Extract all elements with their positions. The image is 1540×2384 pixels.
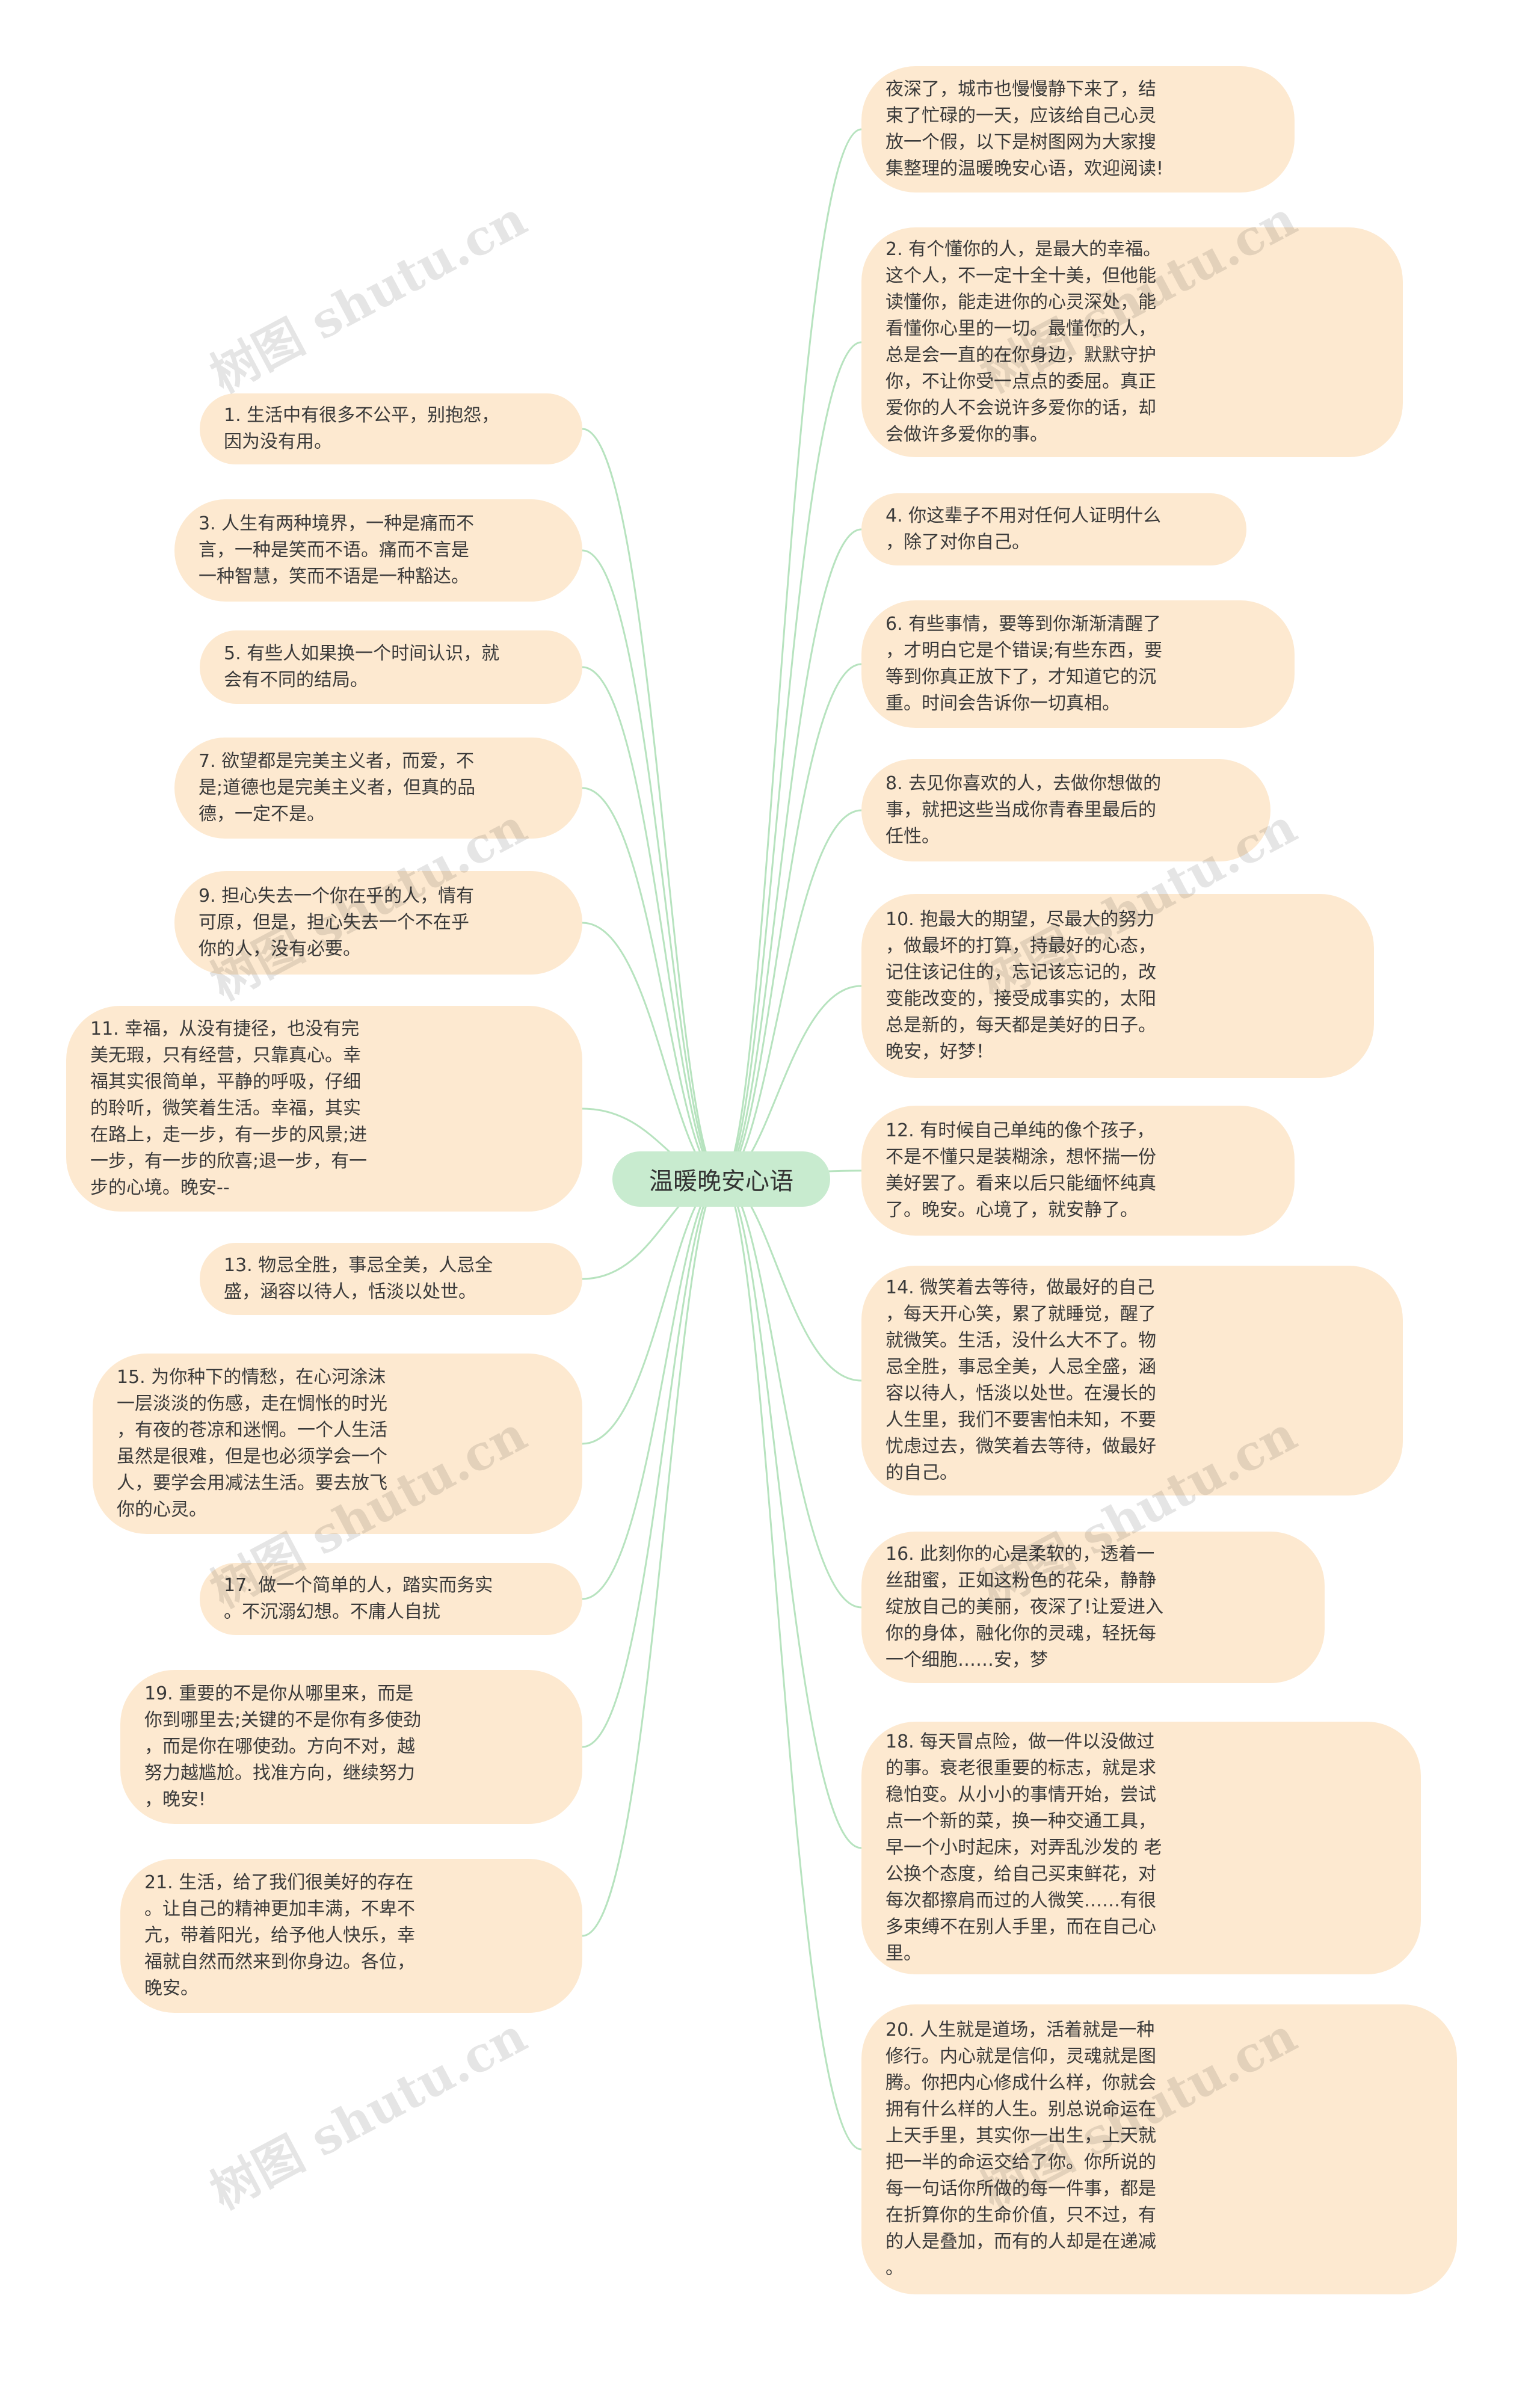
right-topic-node[interactable]: 4. 你这辈子不用对任何人证明什么 ，除了对你自己。	[861, 493, 1246, 565]
left-topic-text: 15. 为你种下的情愁，在心河涂沫 一层淡淡的伤感，走在惆怅的时光 ，有夜的苍凉…	[117, 1367, 387, 1520]
right-topic-node[interactable]: 6. 有些事情，要等到你渐渐清醒了 ，才明白它是个错误;有些东西，要 等到你真正…	[861, 600, 1295, 728]
left-topic-node[interactable]: 7. 欲望都是完美主义者，而爱，不 是;道德也是完美主义者，但真的品 德，一定不…	[174, 738, 582, 839]
connector-line	[582, 1178, 722, 1600]
right-topic-node[interactable]: 10. 抱最大的期望，尽最大的努力 ，做最坏的打算，持最好的心态， 记住该记住的…	[861, 894, 1374, 1078]
right-topic-text: 4. 你这辈子不用对任何人证明什么 ，除了对你自己。	[886, 505, 1162, 553]
right-topic-text: 16. 此刻你的心是柔软的，透着一 丝甜蜜，正如这粉色的花朵，静静 绽放自己的美…	[886, 1544, 1164, 1671]
right-topic-node[interactable]: 8. 去见你喜欢的人，去做你想做的 事，就把这些当成你青春里最后的 任性。	[861, 759, 1270, 861]
connector-line	[721, 985, 862, 1180]
left-topic-text: 21. 生活，给了我们很美好的存在 。让自己的精神更加丰满，不卑不 亢，带着阳光…	[144, 1872, 415, 1999]
right-topic-node[interactable]: 夜深了，城市也慢慢静下来了，结 束了忙碌的一天，应该给自己心灵 放一个假，以下是…	[861, 66, 1295, 193]
connector-line	[582, 1178, 722, 1937]
left-topic-text: 1. 生活中有很多不公平，别抱怨， 因为没有用。	[224, 405, 500, 452]
connector-line	[721, 341, 862, 1180]
left-topic-node[interactable]: 19. 重要的不是你从哪里来，而是 你到哪里去;关键的不是你有多使劲 ，而是你在…	[120, 1670, 582, 1824]
connector-line	[582, 428, 722, 1180]
connector-line	[721, 1178, 862, 1849]
connector-line	[721, 528, 862, 1180]
connector-line	[721, 663, 862, 1180]
right-topic-node[interactable]: 14. 微笑着去等待，做最好的自己 ，每天开心笑，累了就睡觉，醒了 就微笑。生活…	[861, 1266, 1403, 1495]
left-topic-text: 9. 担心失去一个你在乎的人，情有 可原，但是，担心失去一个不在乎 你的人，没有…	[199, 886, 475, 959]
root-topic-label: 温暖晚安心语	[649, 1168, 793, 1195]
right-topic-text: 6. 有些事情，要等到你渐渐清醒了 ，才明白它是个错误;有些东西，要 等到你真正…	[886, 614, 1163, 714]
connector-line	[721, 1178, 862, 2151]
right-topic-text: 夜深了，城市也慢慢静下来了，结 束了忙碌的一天，应该给自己心灵 放一个假，以下是…	[886, 79, 1164, 179]
left-topic-node[interactable]: 15. 为你种下的情愁，在心河涂沫 一层淡淡的伤感，走在惆怅的时光 ，有夜的苍凉…	[93, 1354, 582, 1534]
root-topic[interactable]: 温暖晚安心语	[612, 1151, 830, 1207]
left-topic-node[interactable]: 5. 有些人如果换一个时间认识，就 会有不同的结局。	[200, 630, 582, 704]
right-topic-node[interactable]: 12. 有时候自己单纯的像个孩子， 不是不懂只是装糊涂，想怀揣一份 美好罢了。看…	[861, 1106, 1295, 1236]
left-topic-text: 13. 物忌全胜，事忌全美，人忌全 盛，涵容以待人，恬淡以处世。	[224, 1255, 493, 1302]
left-topic-text: 3. 人生有两种境界，一种是痛而不 言，一种是笑而不语。痛而不言是 一种智慧，笑…	[199, 513, 475, 587]
right-topic-text: 10. 抱最大的期望，尽最大的努力 ，做最坏的打算，持最好的心态， 记住该记住的…	[886, 909, 1156, 1062]
right-topic-text: 18. 每天冒点险，做一件以没做过 的事。衰老很重要的标志，就是求 稳怕变。从小…	[886, 1731, 1162, 1964]
right-topic-node[interactable]: 18. 每天冒点险，做一件以没做过 的事。衰老很重要的标志，就是求 稳怕变。从小…	[861, 1722, 1421, 1974]
connector-line	[582, 1178, 722, 1748]
connector-line	[721, 128, 862, 1180]
connector-line	[582, 787, 722, 1180]
connector-line	[582, 549, 722, 1180]
right-topic-text: 8. 去见你喜欢的人，去做你想做的 事，就把这些当成你青春里最后的 任性。	[886, 773, 1162, 847]
left-topic-text: 17. 做一个简单的人，踏实而务实 。不沉溺幻想。不庸人自扰	[224, 1575, 493, 1622]
right-topic-node[interactable]: 16. 此刻你的心是柔软的，透着一 丝甜蜜，正如这粉色的花朵，静静 绽放自己的美…	[861, 1532, 1325, 1683]
left-topic-text: 7. 欲望都是完美主义者，而爱，不 是;道德也是完美主义者，但真的品 德，一定不…	[199, 751, 476, 825]
left-topic-text: 5. 有些人如果换一个时间认识，就 会有不同的结局。	[224, 643, 500, 691]
left-topic-node[interactable]: 13. 物忌全胜，事忌全美，人忌全 盛，涵容以待人，恬淡以处世。	[200, 1243, 582, 1315]
left-topic-node[interactable]: 11. 幸福，从没有捷径，也没有完 美无瑕，只有经营，只靠真心。幸 福其实很简单…	[66, 1006, 582, 1212]
left-topic-node[interactable]: 17. 做一个简单的人，踏实而务实 。不沉溺幻想。不庸人自扰	[200, 1563, 582, 1635]
left-topic-node[interactable]: 9. 担心失去一个你在乎的人，情有 可原，但是，担心失去一个不在乎 你的人，没有…	[174, 871, 582, 975]
right-topic-text: 20. 人生就是道场，活着就是一种 修行。内心就是信仰，灵魂就是图 腾。你把内心…	[886, 2019, 1156, 2279]
left-topic-text: 11. 幸福，从没有捷径，也没有完 美无瑕，只有经营，只靠真心。幸 福其实很简单…	[90, 1018, 368, 1198]
left-topic-text: 19. 重要的不是你从哪里来，而是 你到哪里去;关键的不是你有多使劲 ，而是你在…	[144, 1683, 422, 1810]
right-topic-text: 2. 有个懂你的人，是最大的幸福。 这个人，不一定十全十美，但他能 读懂你，能走…	[886, 239, 1162, 445]
left-topic-node[interactable]: 1. 生活中有很多不公平，别抱怨， 因为没有用。	[200, 393, 582, 464]
left-topic-node[interactable]: 3. 人生有两种境界，一种是痛而不 言，一种是笑而不语。痛而不言是 一种智慧，笑…	[174, 499, 582, 602]
right-topic-node[interactable]: 20. 人生就是道场，活着就是一种 修行。内心就是信仰，灵魂就是图 腾。你把内心…	[861, 2004, 1457, 2294]
connector-line	[582, 666, 722, 1180]
right-topic-text: 12. 有时候自己单纯的像个孩子， 不是不懂只是装糊涂，想怀揣一份 美好罢了。看…	[886, 1120, 1156, 1221]
left-topic-node[interactable]: 21. 生活，给了我们很美好的存在 。让自己的精神更加丰满，不卑不 亢，带着阳光…	[120, 1859, 582, 2013]
right-topic-text: 14. 微笑着去等待，做最好的自己 ，每天开心笑，累了就睡觉，醒了 就微笑。生活…	[886, 1277, 1156, 1483]
right-topic-node[interactable]: 2. 有个懂你的人，是最大的幸福。 这个人，不一定十全十美，但他能 读懂你，能走…	[861, 227, 1403, 457]
